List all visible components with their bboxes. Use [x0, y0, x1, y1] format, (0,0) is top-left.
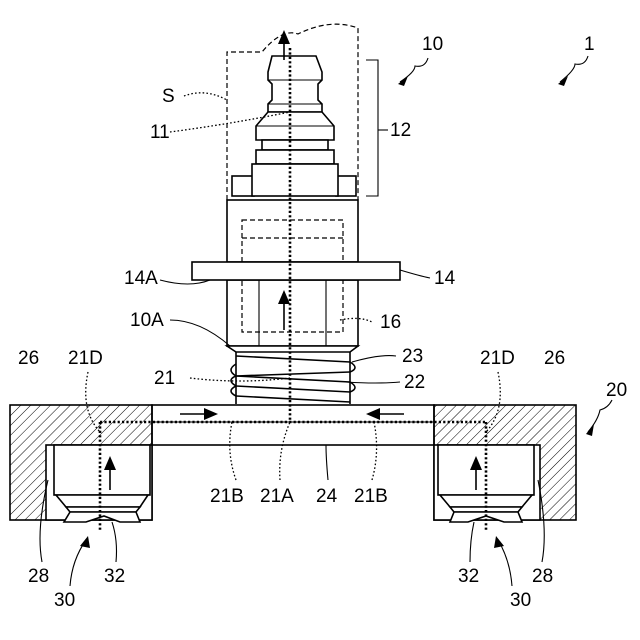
label-21b-left: 21B — [210, 486, 244, 507]
plate-24 — [152, 405, 434, 445]
label-21: 21 — [154, 368, 175, 389]
label-21d-left: 21D — [68, 348, 103, 369]
label-30-right: 30 — [510, 590, 531, 611]
label-32-left: 32 — [104, 566, 125, 587]
arrow-up-icon — [278, 30, 290, 44]
fitting-12 — [227, 24, 358, 200]
flange-14 — [192, 262, 400, 280]
label-21d-right: 21D — [480, 348, 515, 369]
label-21b-right: 21B — [354, 486, 388, 507]
label-20: 20 — [606, 380, 627, 401]
label-10a: 10A — [130, 310, 164, 331]
spring-23 — [231, 352, 355, 404]
label-32-right: 32 — [458, 566, 479, 587]
label-12: 12 — [390, 120, 411, 141]
label-10: 10 — [422, 34, 443, 55]
label-28-right: 28 — [532, 566, 553, 587]
label-14a: 14A — [124, 268, 158, 289]
label-22: 22 — [404, 372, 425, 393]
label-30-left: 30 — [54, 590, 75, 611]
suction-cup-left — [54, 445, 150, 522]
label-28-left: 28 — [28, 566, 49, 587]
label-14: 14 — [434, 268, 456, 289]
label-11: 11 — [150, 122, 170, 143]
label-23: 23 — [402, 346, 423, 367]
label-s: S — [162, 86, 175, 107]
label-24: 24 — [316, 486, 338, 507]
body-10a — [192, 200, 400, 352]
label-21a: 21A — [260, 486, 294, 507]
label-26-left: 26 — [18, 348, 39, 369]
label-1: 1 — [584, 34, 595, 55]
label-16: 16 — [380, 312, 401, 333]
label-26-right: 26 — [544, 348, 565, 369]
